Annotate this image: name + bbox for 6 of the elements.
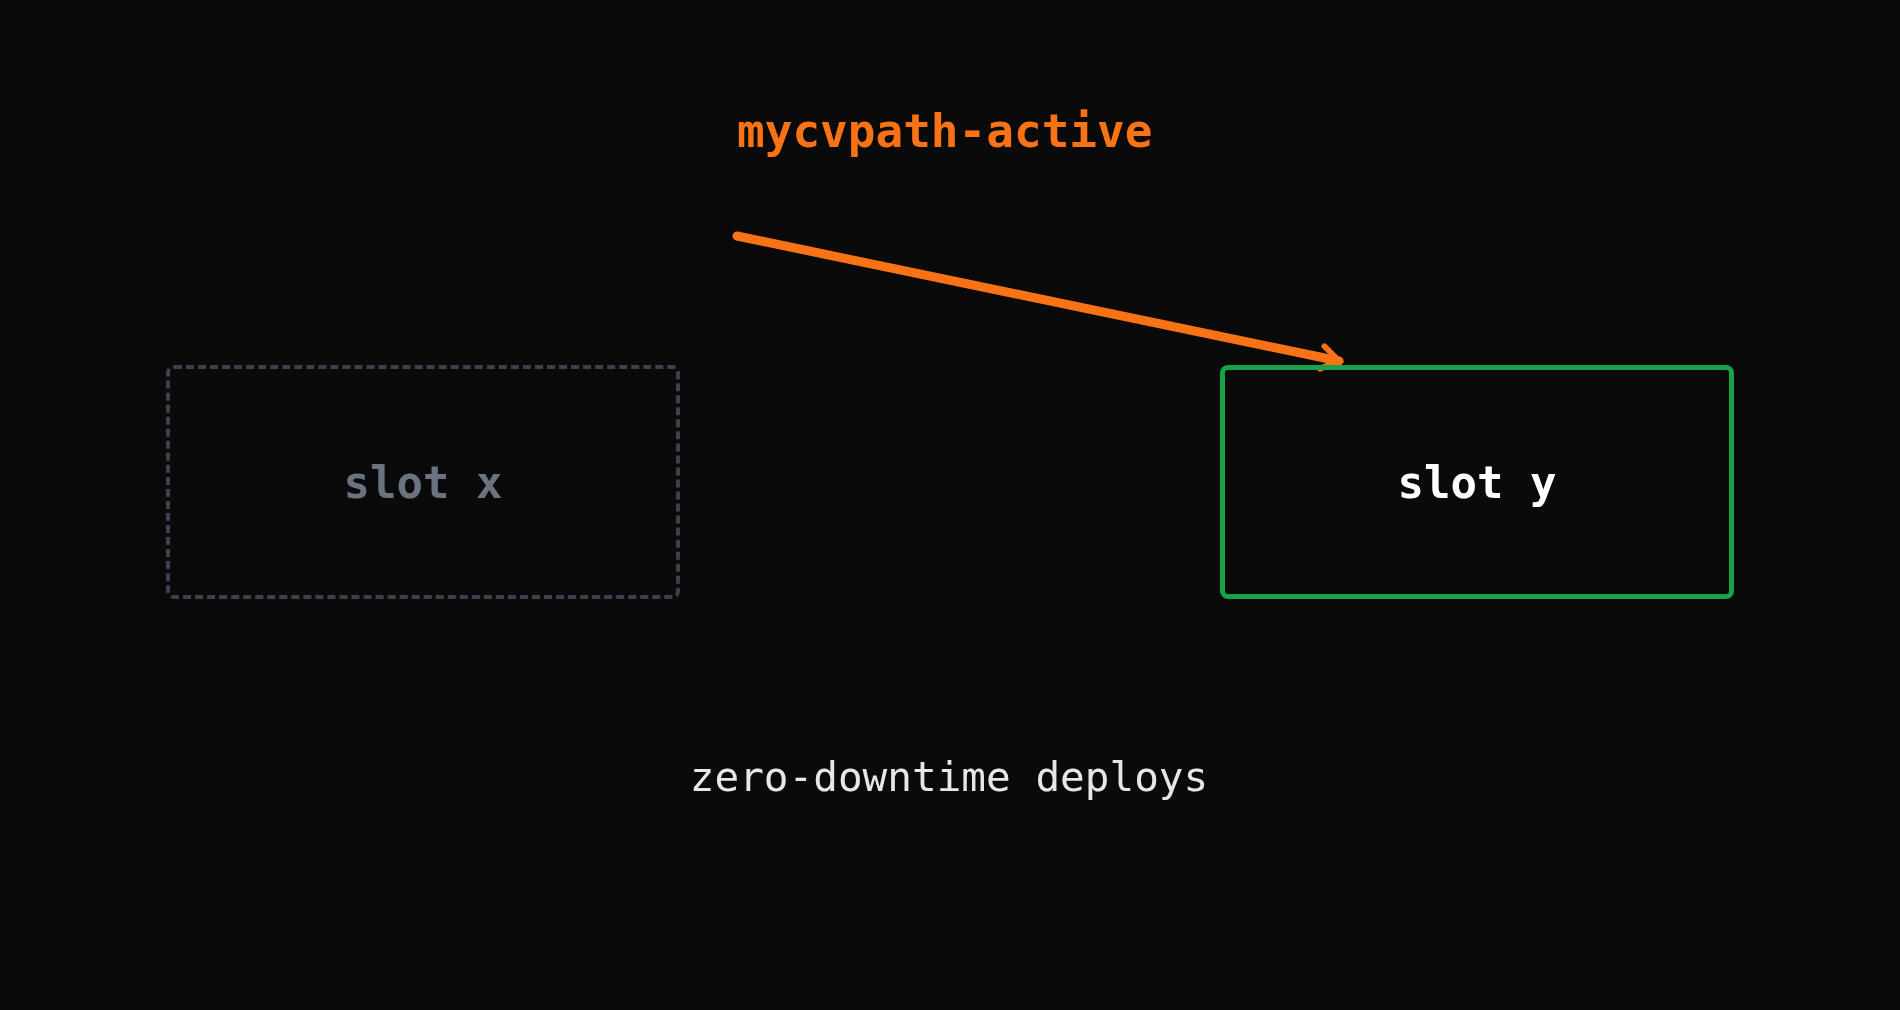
arrow bbox=[732, 231, 1344, 372]
inactive-slot-box bbox=[166, 365, 680, 599]
active-slot-box bbox=[1220, 365, 1734, 599]
slot-label: slot x bbox=[343, 456, 503, 508]
caption: zero-downtime deploys bbox=[689, 753, 1209, 801]
slot-label: slot y bbox=[1397, 456, 1557, 508]
